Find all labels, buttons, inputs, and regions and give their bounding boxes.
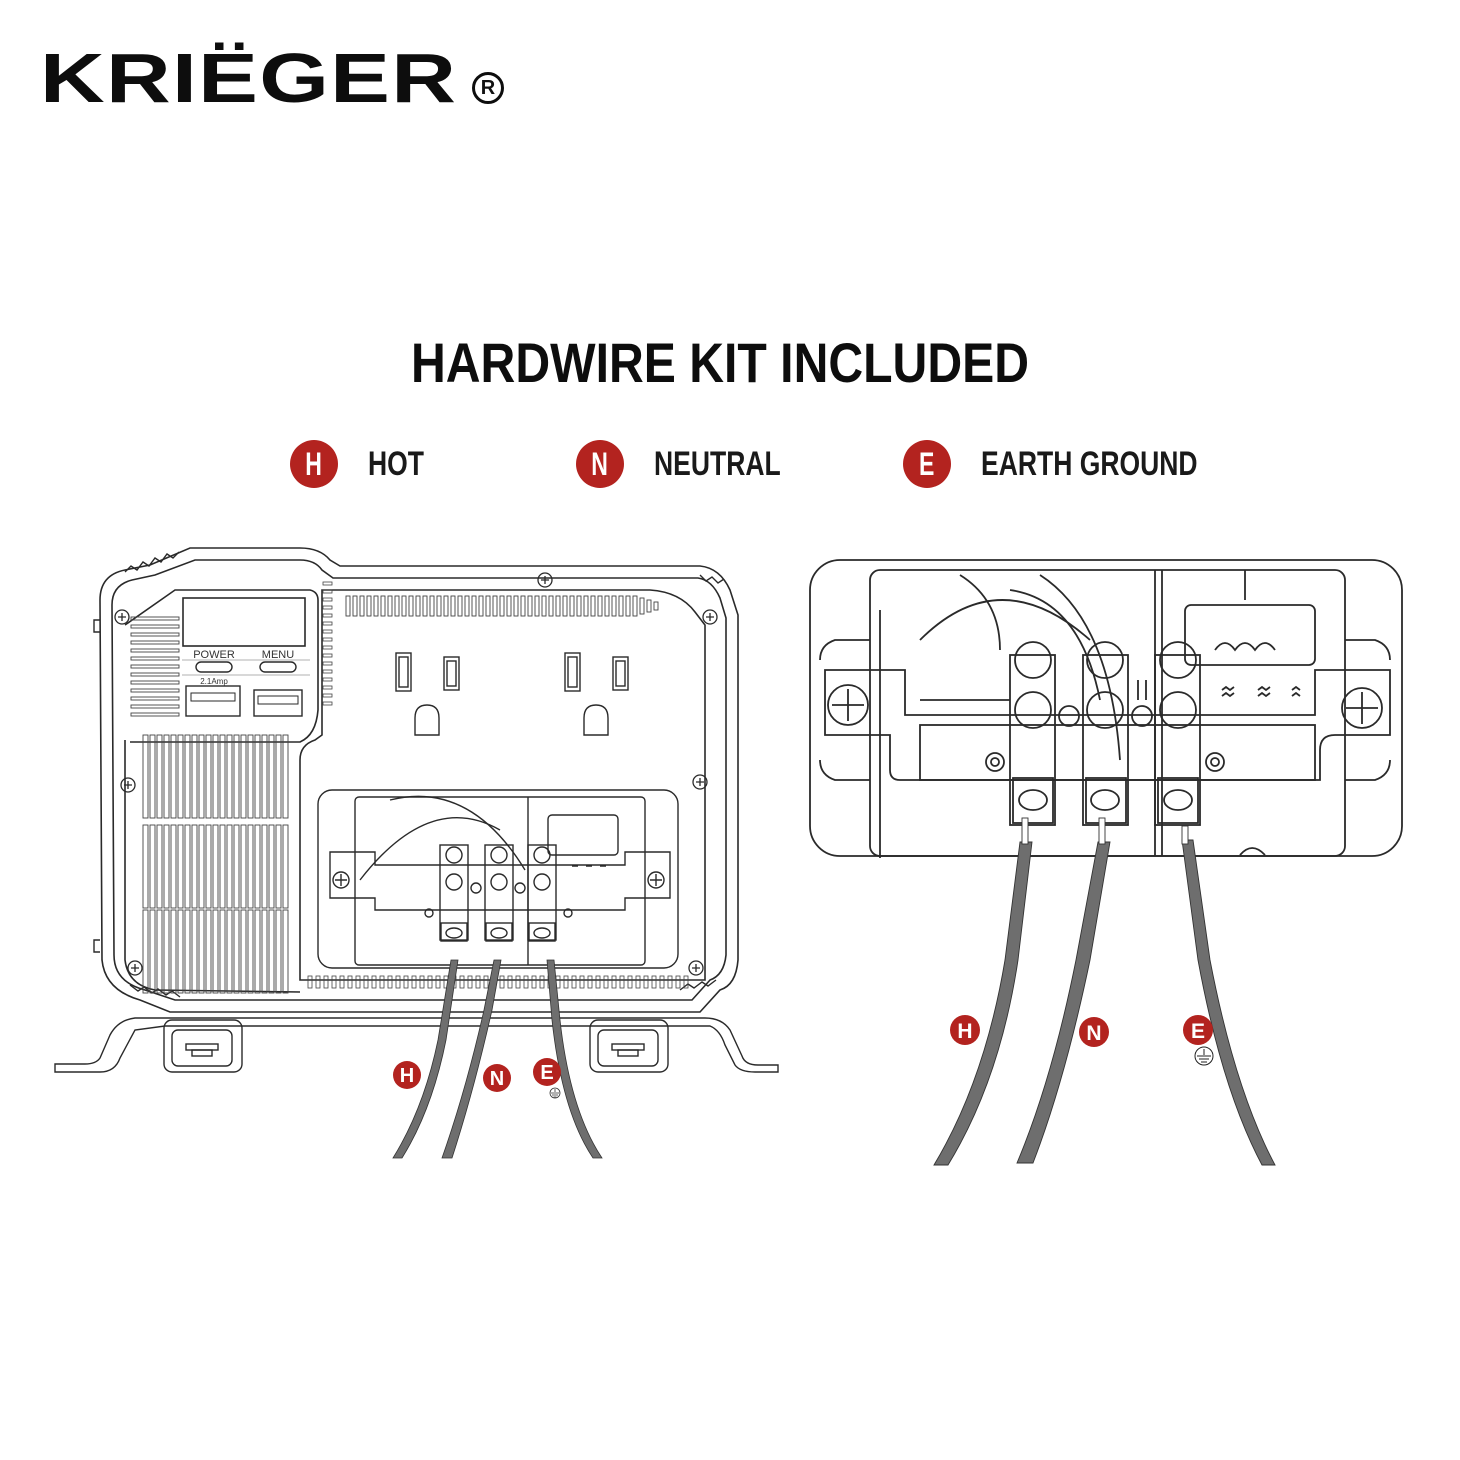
power-button[interactable] bbox=[195, 661, 233, 673]
ac-outlet-1 bbox=[395, 652, 460, 736]
neutral-badge-icon: N bbox=[576, 440, 624, 488]
legend-item-hot: H HOT bbox=[290, 440, 440, 488]
page-title: HARDWIRE KIT INCLUDED bbox=[410, 331, 1030, 394]
svg-text:N: N bbox=[1086, 1022, 1101, 1045]
svg-text:H: H bbox=[400, 1065, 414, 1087]
legend-label-neutral: NEUTRAL bbox=[654, 444, 781, 483]
usb-port-2 bbox=[253, 689, 303, 717]
svg-text:N: N bbox=[490, 1068, 504, 1090]
brand-name: KRIËGER bbox=[40, 39, 458, 117]
legend-item-earth-ground: E EARTH GROUND bbox=[903, 440, 1259, 488]
earth-badge-icon bbox=[533, 1058, 561, 1086]
svg-text:E: E bbox=[1191, 1020, 1205, 1043]
vent-grille-left bbox=[142, 734, 289, 994]
earth-badge-icon bbox=[1183, 1015, 1213, 1045]
inverter-wire-badges: H N E bbox=[393, 1058, 561, 1099]
usb-port-1 bbox=[185, 685, 241, 717]
brand-logo: KRIËGER R bbox=[40, 43, 504, 113]
closeup-wire-badges: H N E bbox=[950, 1015, 1214, 1066]
neutral-wire bbox=[1016, 841, 1111, 1164]
hot-badge-icon bbox=[393, 1061, 421, 1089]
lcd-display bbox=[182, 597, 306, 647]
legend-label-hot: HOT bbox=[368, 444, 424, 483]
svg-text:H: H bbox=[957, 1020, 972, 1043]
closeup-wires bbox=[933, 817, 1276, 1166]
mounting-feet bbox=[54, 1017, 779, 1073]
neutral-wire bbox=[441, 959, 502, 1159]
usb-label: 2.1Amp bbox=[200, 677, 228, 686]
legend-label-earth-ground: EARTH GROUND bbox=[981, 444, 1198, 483]
svg-text:E: E bbox=[540, 1062, 553, 1084]
power-label: POWER bbox=[193, 649, 235, 661]
vent-grille-top bbox=[345, 595, 659, 617]
hot-wire bbox=[392, 959, 459, 1159]
hot-badge-icon bbox=[950, 1015, 980, 1045]
hot-badge-icon: H bbox=[290, 440, 338, 488]
screw-icons bbox=[114, 572, 718, 976]
earth-wire bbox=[1181, 839, 1276, 1166]
earth-badge-icon: E bbox=[903, 440, 951, 488]
ac-outlet-2 bbox=[564, 652, 629, 736]
legend-item-neutral: N NEUTRAL bbox=[576, 440, 816, 488]
wire-legend: H HOT N NEUTRAL E EARTH GROUND bbox=[0, 440, 1460, 490]
hot-wire bbox=[933, 841, 1033, 1166]
neutral-badge-icon bbox=[483, 1064, 511, 1092]
neutral-badge-icon bbox=[1079, 1017, 1109, 1047]
earth-ground-icon bbox=[1194, 1046, 1214, 1066]
registered-mark: R bbox=[472, 72, 504, 104]
menu-label: MENU bbox=[262, 649, 294, 661]
menu-button[interactable] bbox=[259, 661, 297, 673]
earth-ground-icon bbox=[549, 1087, 561, 1099]
